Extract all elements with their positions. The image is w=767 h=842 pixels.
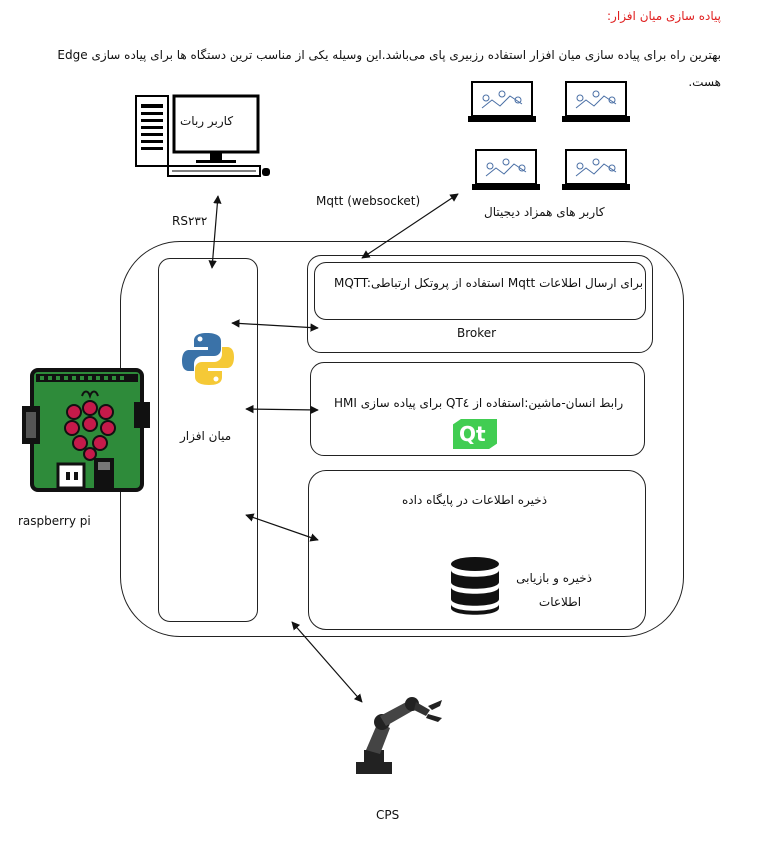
- intro-paragraph: بهترین راه برای پیاده سازی میان افزار اس…: [57, 48, 721, 89]
- rs232-label: RS۲۳۲: [172, 214, 208, 228]
- python-logo-icon: [182, 333, 234, 385]
- middleware-label: میان افزار: [180, 429, 232, 443]
- arrow-edge-cps: [291, 621, 363, 703]
- qt-logo-icon: Qt: [453, 419, 497, 449]
- arrow-middleware-broker: [231, 319, 319, 332]
- robot-user-label: کاربر ربات: [180, 114, 234, 128]
- laptop-icon: [468, 81, 630, 190]
- arrow-rs232: [208, 195, 222, 269]
- digital-twin-users-label: کاربر های همزاد دیجیتال: [484, 205, 605, 219]
- database-icon: [451, 557, 499, 615]
- raspberry-pi-label: raspberry pi: [18, 514, 91, 528]
- arrow-middleware-hmi: [245, 404, 319, 415]
- section-heading: پیاده سازی میان افزار:: [607, 9, 721, 23]
- arrow-mqtt-websocket: [361, 193, 459, 259]
- middleware-panel: [158, 258, 258, 622]
- database-subtitle-line2: اطلاعات: [538, 595, 582, 609]
- raspberry-pi-icon: [22, 368, 150, 492]
- mqtt-inner-box: [314, 262, 646, 320]
- database-subtitle-line1: ذخیره و بازیابی: [516, 571, 592, 585]
- mqtt-description: MQTT:استفاده از پروتکل ارتباطی Mqtt برای…: [334, 276, 644, 290]
- qt-logo-text: Qt: [459, 422, 486, 446]
- broker-label: Broker: [457, 326, 497, 340]
- database-subtitle: ذخیره و بازیابی اطلاعات: [516, 566, 592, 614]
- cps-label: CPS: [376, 808, 400, 822]
- database-title: ذخیره اطلاعات در پایگاه داده: [402, 493, 548, 507]
- robot-arm-icon: [356, 697, 442, 774]
- desktop-computer-icon: [135, 94, 270, 177]
- arrow-middleware-database: [245, 513, 319, 542]
- hmi-description: رابط انسان-ماشین:استفاده از QT٤ برای پیا…: [334, 396, 624, 410]
